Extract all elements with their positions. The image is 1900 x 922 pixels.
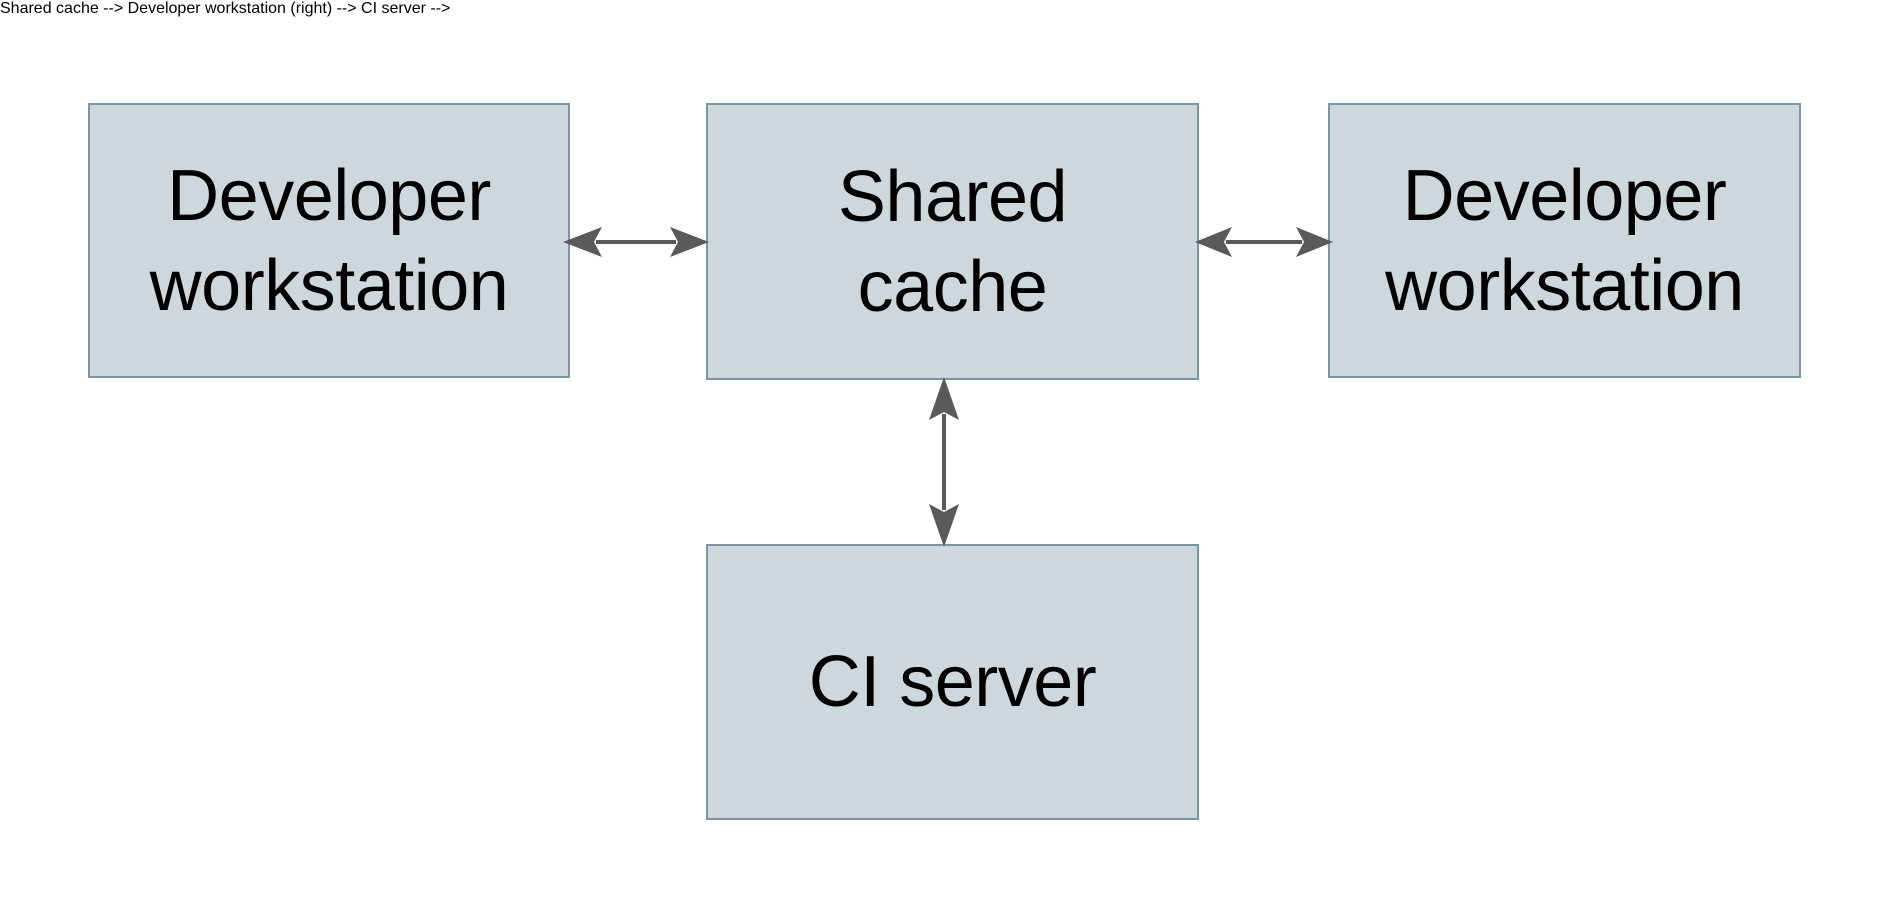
node-ci-server[interactable]: CI server — [706, 544, 1199, 820]
node-developer-workstation-right[interactable]: Developer workstation — [1328, 103, 1801, 378]
node-shared-cache[interactable]: Shared cache — [706, 103, 1199, 380]
node-developer-workstation-left[interactable]: Developer workstation — [88, 103, 570, 378]
edge-dev-left-to-shared-cache[interactable] — [560, 212, 712, 272]
edge-shared-cache-to-ci-server[interactable] — [914, 374, 974, 550]
node-label: Developer workstation — [149, 155, 509, 326]
node-label: CI server — [808, 642, 1097, 722]
node-label: Shared cache — [837, 156, 1068, 327]
node-label: Developer workstation — [1385, 155, 1744, 326]
edge-shared-cache-to-dev-right[interactable] — [1193, 212, 1335, 272]
